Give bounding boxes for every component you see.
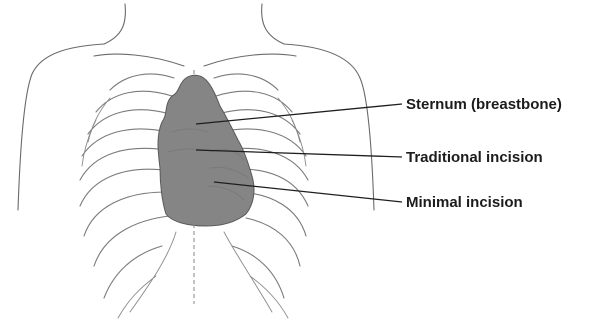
shoulder-right [284, 44, 374, 210]
rib-right-9 [232, 246, 284, 298]
costal-margin-left [130, 232, 176, 312]
rib-left-4 [82, 129, 168, 156]
rib-right-1 [214, 74, 278, 90]
rib-left-6 [80, 169, 164, 206]
neck-left [104, 4, 125, 44]
neck-right [262, 4, 284, 44]
sternum-label: Sternum (breastbone) [406, 96, 562, 113]
collarbone-right [204, 54, 296, 66]
sternum-leader [196, 104, 402, 124]
traditional-incision-label: Traditional incision [406, 149, 543, 166]
costal-margin-right [224, 232, 272, 312]
shoulder-left [18, 44, 104, 210]
rib-left-1 [110, 74, 174, 90]
minimal-incision-label: Minimal incision [406, 194, 523, 211]
rib-left-9 [104, 246, 162, 298]
collarbone-left [94, 54, 184, 66]
rib-left-8 [94, 216, 170, 266]
rib-right-8 [246, 218, 300, 266]
costal-arch-right [250, 276, 288, 318]
rib-left-5 [80, 148, 166, 180]
